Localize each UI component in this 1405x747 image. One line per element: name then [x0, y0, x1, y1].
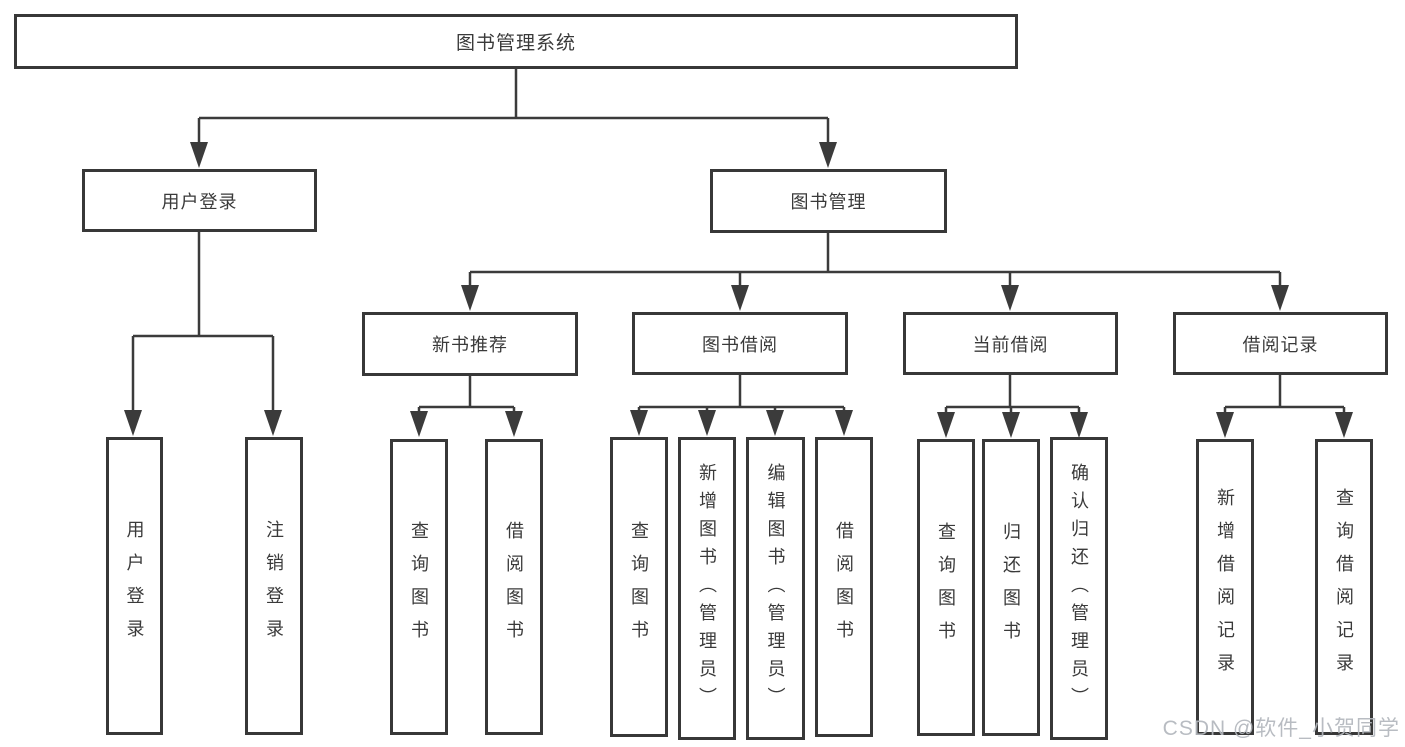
node-leaf-query-books-2: 查询图书	[610, 437, 668, 737]
node-book-management: 图书管理	[710, 169, 947, 233]
csdn-watermark: CSDN @软件_小贺同学	[1162, 717, 1400, 740]
leaf-label: 新增图书（管理员）	[697, 462, 717, 715]
arrow-down-icon	[819, 142, 837, 168]
leaf-label: 归还图书	[1001, 521, 1021, 654]
arrow-down-icon	[630, 410, 648, 436]
node-root: 图书管理系统	[14, 14, 1018, 69]
node-leaf-query-books-1: 查询图书	[390, 439, 448, 735]
arrow-down-icon	[505, 411, 523, 437]
leaf-label: 编辑图书（管理员）	[765, 462, 786, 715]
leaf-label: 查询借阅记录	[1334, 488, 1354, 686]
leaf-label: 新增借阅记录	[1215, 488, 1235, 686]
leaf-label: 查询图书	[936, 521, 956, 654]
arrow-down-icon	[461, 285, 479, 311]
arrow-down-icon	[1271, 285, 1289, 311]
arrow-down-icon	[190, 142, 208, 168]
leaf-label: 查询图书	[409, 521, 429, 653]
node-leaf-borrow-books-2: 借阅图书	[815, 437, 873, 737]
node-borrowing-records: 借阅记录	[1173, 312, 1388, 375]
node-book-borrowing: 图书借阅	[632, 312, 848, 375]
arrow-down-icon	[731, 285, 749, 311]
node-leaf-add-borrow-record: 新增借阅记录	[1196, 439, 1254, 735]
node-leaf-return-books: 归还图书	[982, 439, 1040, 736]
leaf-label: 注销登录	[264, 520, 284, 652]
arrow-down-icon	[1002, 412, 1020, 438]
node-new-book-recommend: 新书推荐	[362, 312, 578, 376]
arrow-down-icon	[937, 412, 955, 438]
node-leaf-borrow-books-1: 借阅图书	[485, 439, 543, 735]
arrow-down-icon	[1001, 285, 1019, 311]
node-leaf-add-book-admin: 新增图书（管理员）	[678, 437, 736, 740]
node-leaf-query-books-3: 查询图书	[917, 439, 975, 736]
leaf-label: 借阅图书	[504, 521, 524, 653]
node-leaf-query-borrow-record: 查询借阅记录	[1315, 439, 1373, 735]
node-leaf-confirm-return-admin: 确认归还（管理员）	[1050, 437, 1108, 740]
arrow-down-icon	[124, 410, 142, 436]
leaf-label: 借阅图书	[834, 521, 854, 653]
arrow-down-icon	[410, 411, 428, 437]
arrow-down-icon	[698, 410, 716, 436]
leaf-label: 查询图书	[629, 521, 649, 653]
arrow-down-icon	[766, 410, 784, 436]
node-leaf-user-login: 用户登录	[106, 437, 163, 735]
node-current-borrowing: 当前借阅	[903, 312, 1118, 375]
arrow-down-icon	[1216, 412, 1234, 438]
node-leaf-logout: 注销登录	[245, 437, 303, 735]
leaf-label: 确认归还（管理员）	[1069, 462, 1089, 715]
arrow-down-icon	[264, 410, 282, 436]
node-user-login: 用户登录	[82, 169, 317, 232]
leaf-label: 用户登录	[124, 520, 145, 652]
node-leaf-edit-book-admin: 编辑图书（管理员）	[746, 437, 805, 740]
arrow-down-icon	[835, 410, 853, 436]
arrow-down-icon	[1335, 412, 1353, 438]
arrow-down-icon	[1070, 412, 1088, 438]
